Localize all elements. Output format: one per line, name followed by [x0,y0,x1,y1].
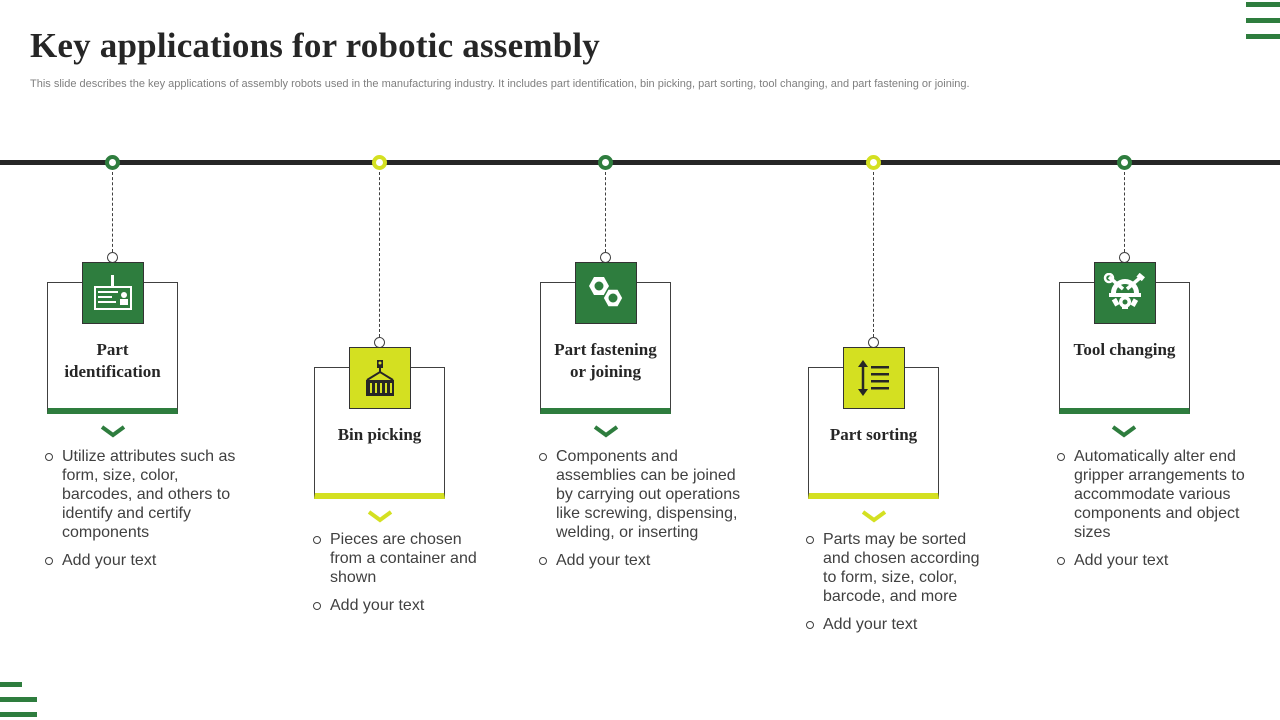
bullet-item: Add your text [1056,551,1256,570]
bullet-item: Add your text [805,615,990,634]
page-title: Key applications for robotic assembly [30,26,600,65]
connector-line [379,172,380,337]
chevron-down-icon [100,425,126,438]
connector-line [112,172,113,252]
connector-line [605,172,606,252]
bullet-item: Parts may be sorted and chosen according… [805,530,990,606]
bullet-item: Add your text [44,551,239,570]
step-bullets: Components and assemblies can be joined … [538,447,748,579]
chevron-down-icon [593,425,619,438]
step-bullets: Utilize attributes such as form, size, c… [44,447,239,579]
bullet-item: Add your text [312,596,477,615]
crane-container-icon [349,347,411,409]
step-label-line1: Part [96,340,129,359]
step-label-line2: identification [64,362,161,381]
bullet-item: Automatically alter end gripper arrangem… [1056,447,1256,542]
bullet-item: Add your text [538,551,748,570]
step-label-line1: Part sorting [829,425,918,444]
connector-line [1124,172,1125,252]
chevron-down-icon [861,510,887,523]
connector-line [873,172,874,337]
gear-tools-icon [1094,262,1156,324]
bullet-item: Utilize attributes such as form, size, c… [44,447,239,542]
timeline-node [598,155,613,170]
timeline-node [866,155,881,170]
bullet-item: Components and assemblies can be joined … [538,447,748,542]
step-label-line2: or joining [569,362,641,381]
id-card-icon [82,262,144,324]
hex-nuts-icon [575,262,637,324]
timeline-node [372,155,387,170]
step-bullets: Parts may be sorted and chosen according… [805,530,990,643]
step-bullets: Pieces are chosen from a container and s… [312,530,477,624]
timeline-node [1117,155,1132,170]
step-label-line1: Tool changing [1073,340,1176,359]
timeline-node [105,155,120,170]
sort-list-icon [843,347,905,409]
bullet-item: Pieces are chosen from a container and s… [312,530,477,587]
chevron-down-icon [367,510,393,523]
chevron-down-icon [1111,425,1137,438]
timeline-bar [0,160,1280,165]
page-subtitle: This slide describes the key application… [30,78,970,90]
step-label-line1: Part fastening [554,340,657,359]
step-label-line1: Bin picking [337,425,422,444]
step-bullets: Automatically alter end gripper arrangem… [1056,447,1256,579]
